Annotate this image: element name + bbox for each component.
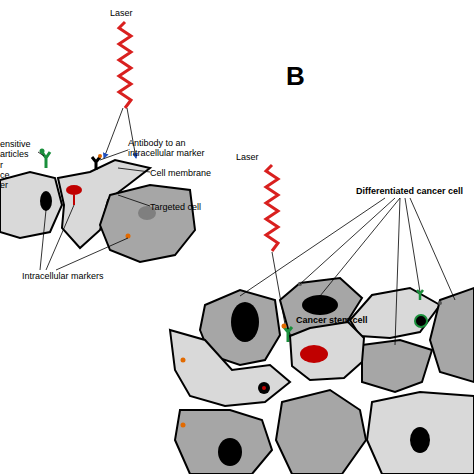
annotation-label: Differentiated cancer cell bbox=[356, 186, 474, 196]
annotation-label: Intracellular markers bbox=[22, 271, 132, 281]
antibody bbox=[42, 152, 50, 168]
nucleus bbox=[258, 382, 270, 394]
nucleus bbox=[40, 191, 52, 211]
cell-outline bbox=[288, 318, 370, 382]
laser-beam bbox=[266, 165, 278, 251]
leader-line bbox=[118, 168, 150, 172]
marker-dot bbox=[262, 386, 266, 390]
marker-dot bbox=[181, 358, 186, 363]
antibody bbox=[92, 157, 100, 170]
marker-dot bbox=[181, 423, 186, 428]
marker-stalk bbox=[73, 195, 75, 205]
marker-dot bbox=[438, 301, 442, 305]
cancer-stem-cell: Cancer stem cell bbox=[288, 318, 370, 382]
cell bbox=[430, 288, 474, 382]
nucleus bbox=[218, 438, 242, 466]
laser-beam bbox=[119, 22, 131, 108]
cell bbox=[362, 340, 432, 392]
cell bbox=[367, 392, 474, 474]
annotation-label: Laser bbox=[236, 152, 276, 162]
leader-line bbox=[118, 195, 150, 206]
cell bbox=[100, 185, 195, 262]
cell bbox=[170, 330, 290, 406]
cell bbox=[0, 172, 62, 238]
cell bbox=[276, 390, 366, 474]
nucleus bbox=[231, 302, 259, 342]
nucleus bbox=[410, 427, 430, 453]
annotation-label: Targeted cell bbox=[150, 202, 230, 212]
node-text: Cancer stem cell bbox=[296, 315, 368, 325]
panel-letter: B bbox=[286, 62, 316, 90]
annotation-label: Cell membrane bbox=[150, 168, 230, 178]
laser-ray bbox=[104, 108, 123, 158]
leader-line bbox=[38, 152, 44, 156]
cell bbox=[175, 410, 272, 474]
marker-dot bbox=[126, 234, 131, 239]
nucleus bbox=[302, 295, 338, 315]
leader-line bbox=[56, 238, 128, 270]
cell bbox=[350, 288, 440, 338]
annotation-label: r ce er bbox=[0, 160, 14, 190]
leader-line bbox=[46, 205, 74, 270]
leader-line bbox=[100, 150, 128, 160]
annotation-label: ensitive articles bbox=[0, 139, 40, 159]
leader-lines bbox=[240, 198, 455, 345]
leader-line bbox=[40, 210, 46, 270]
nucleus bbox=[415, 315, 427, 327]
annotation-label: Laser bbox=[110, 8, 150, 18]
nanoparticle bbox=[282, 324, 287, 329]
nanoparticle bbox=[40, 149, 45, 154]
nucleus bbox=[66, 185, 82, 195]
annotation-label: Antibody to an intracellular marker bbox=[128, 138, 216, 158]
nanoparticle bbox=[98, 154, 102, 158]
